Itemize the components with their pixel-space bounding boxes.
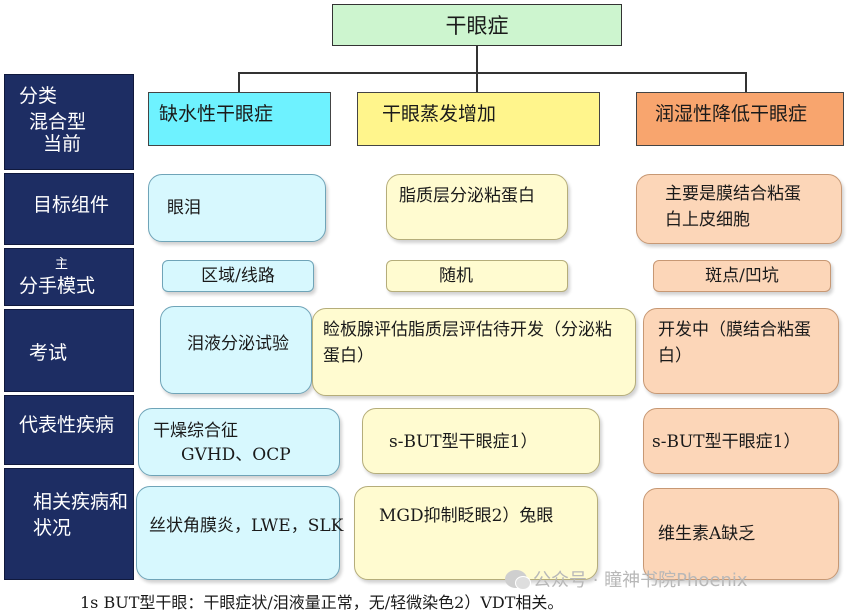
header-wettability-label: 润湿性降低干眼症 [655,103,808,125]
evaporative-target-box: 脂质层分泌粘蛋白 [386,174,568,240]
wettability-representative-box: s-BUT型干眼症1） [643,408,839,474]
wettability-test-text: 开发中（膜结合粘蛋白） [658,320,811,366]
wettability-related-text: 维生素A缺乏 [658,524,756,544]
footnote: 1s BUT型干眼：干眼症状/泪液量正常，无/轻微染色2）VDT相关。 [80,592,850,614]
aqueous-representative-line1: 干燥综合征 [153,421,238,441]
header-aqueous-deficient: 缺水性干眼症 [148,92,331,146]
evaporative-related-box: MGD抑制眨眼2）兔眼 [354,486,598,580]
aqueous-test-box: 泪液分泌试验 [160,306,312,394]
wettability-representative-text: s-BUT型干眼症1） [652,432,801,452]
evaporative-pattern-text: 随机 [439,266,473,286]
wettability-pattern-box: 斑点/凹坑 [653,260,831,292]
footnote-text: 1s BUT型干眼：干眼症状/泪液量正常，无/轻微染色2）VDT相关。 [80,593,564,612]
connector-left-down [238,72,240,92]
connector-horizontal [238,72,746,74]
side-label-category-line1: 分类 [19,85,58,107]
wettability-related-box: 维生素A缺乏 [643,488,839,580]
side-label-target: 目标组件 [4,173,134,245]
evaporative-test-text: 睑板腺评估脂质层评估待开发（分泌粘蛋白） [323,320,612,366]
chat-bubble-icon [505,570,531,590]
side-label-category-line2: 混合型 [29,111,87,133]
evaporative-related-text: MGD抑制眨眼2）兔眼 [379,506,554,526]
header-wettability: 润湿性降低干眼症 [636,92,844,146]
side-label-target-text: 目标组件 [33,194,110,216]
side-label-representative-text: 代表性疾病 [19,414,115,436]
root-label: 干眼症 [445,14,509,38]
side-label-related-line2: 状况 [33,517,72,539]
connector-right-down [745,72,747,92]
watermark-text: 公众号 · 瞳神书院Phoenix [533,570,748,591]
evaporative-representative-text: s-BUT型干眼症1） [389,432,538,452]
header-evaporative-label: 干眼蒸发增加 [382,103,497,125]
side-label-pattern: 主 分手模式 [4,248,134,306]
aqueous-related-box: 丝状角膜炎，LWE，SLK [136,486,344,580]
side-label-related: 相关疾病和 状况 [4,468,134,580]
header-aqueous-label: 缺水性干眼症 [159,103,274,125]
side-label-pattern-line2: 分手模式 [19,275,96,297]
aqueous-target-text: 眼泪 [167,198,201,218]
watermark: 公众号 · 瞳神书院Phoenix [505,566,748,592]
aqueous-pattern-box: 区域/线路 [162,260,314,292]
evaporative-representative-box: s-BUT型干眼症1） [362,408,600,474]
aqueous-representative-line2: GVHD、OCP [181,445,291,465]
root-node: 干眼症 [332,4,622,46]
wettability-pattern-text: 斑点/凹坑 [705,266,779,286]
aqueous-test-text: 泪液分泌试验 [187,334,289,354]
side-label-related-line1: 相关疾病和 [33,491,129,513]
wettability-target-box: 主要是膜结合粘蛋白上皮细胞 [636,174,842,244]
connector-middle-down [476,72,478,92]
side-label-test: 考试 [4,309,134,392]
side-label-category: 分类 混合型 当前 [4,74,134,170]
side-label-test-text: 考试 [29,342,68,364]
aqueous-pattern-text: 区域/线路 [201,266,275,286]
aqueous-target-box: 眼泪 [148,174,326,242]
side-label-category-line3: 当前 [43,133,82,155]
side-label-pattern-line1: 主 [55,257,69,272]
aqueous-related-text: 丝状角膜炎，LWE，SLK [149,516,344,536]
wettability-target-text: 主要是膜结合粘蛋白上皮细胞 [665,184,801,230]
evaporative-target-text: 脂质层分泌粘蛋白 [399,186,535,206]
aqueous-representative-box: 干燥综合征 GVHD、OCP [138,408,340,476]
header-evaporative: 干眼蒸发增加 [357,92,600,146]
evaporative-pattern-box: 随机 [386,260,568,292]
wettability-test-box: 开发中（膜结合粘蛋白） [643,308,839,394]
side-label-representative: 代表性疾病 [4,395,134,465]
connector-root-down [476,46,478,73]
evaporative-test-box: 睑板腺评估脂质层评估待开发（分泌粘蛋白） [312,308,636,396]
